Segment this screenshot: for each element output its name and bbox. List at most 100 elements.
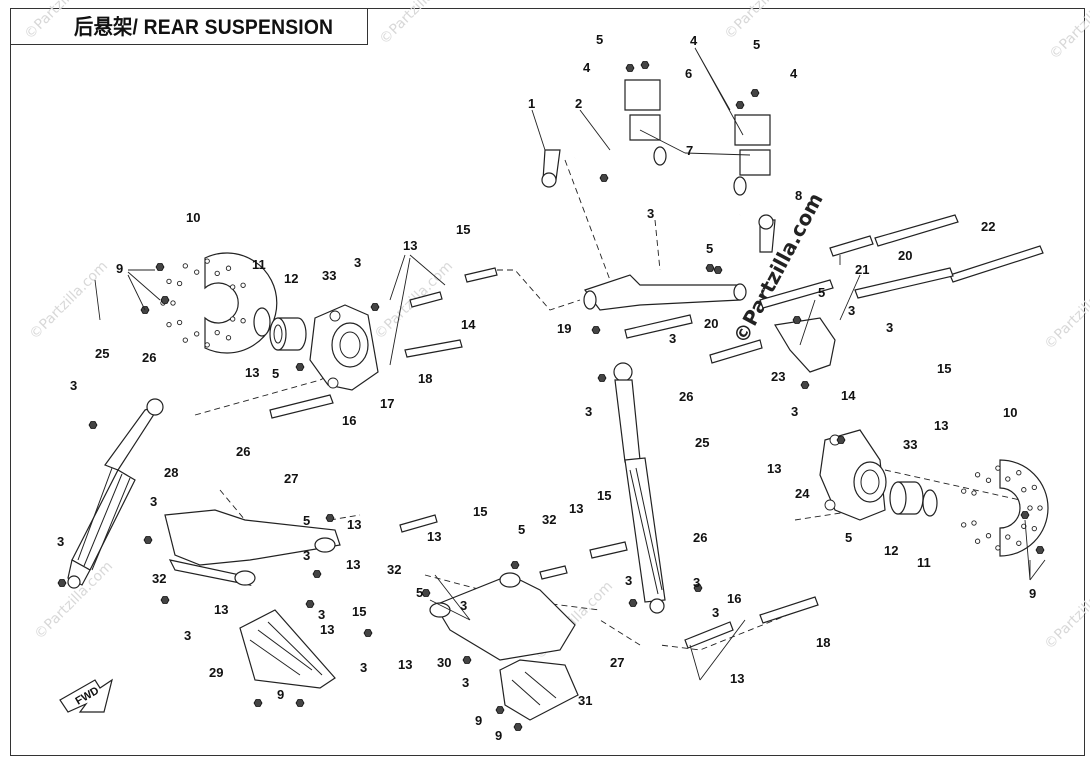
disc-hole	[985, 477, 992, 483]
callout-3: 3	[625, 573, 632, 588]
callout-3: 3	[693, 575, 700, 590]
right-bearing	[889, 481, 924, 515]
center-skid-plate	[499, 659, 579, 721]
disc-hole	[974, 472, 981, 478]
callout-33: 33	[322, 268, 336, 283]
disc-hole	[194, 331, 200, 337]
callout-13: 13	[398, 657, 412, 672]
callout-13: 13	[730, 671, 744, 686]
nut	[462, 656, 472, 664]
disc-hole	[971, 520, 977, 526]
disc-hole	[1031, 484, 1037, 491]
callout-27: 27	[610, 655, 624, 670]
callout-14: 14	[461, 317, 476, 332]
callout-9: 9	[475, 713, 482, 728]
callout-layer: 1 2 3 3 3 3 3 3 3 3 3 3 3 3 3 3 3 3 3 3 …	[57, 32, 1036, 743]
callout-15: 15	[352, 604, 366, 619]
callout-7: 7	[686, 143, 693, 158]
callout-31: 31	[578, 693, 592, 708]
callout-1: 1	[528, 96, 535, 111]
disc-hole	[985, 533, 992, 539]
callout-5: 5	[596, 32, 603, 47]
callout-26: 26	[142, 350, 156, 365]
disc-hole	[230, 316, 236, 322]
disc-hole	[1005, 476, 1011, 482]
right-brake-disc	[961, 459, 1049, 557]
page-title: 后悬架/ REAR SUSPENSION	[74, 16, 334, 39]
left-snap-ring	[253, 307, 271, 337]
callout-13: 13	[320, 622, 334, 637]
disc-hole	[995, 465, 1001, 471]
nut	[750, 89, 760, 97]
disc-hole	[1027, 505, 1033, 511]
callout-16: 16	[727, 591, 741, 606]
disc-hole	[1016, 540, 1022, 546]
stabilizer-bar	[574, 146, 772, 217]
nut	[363, 629, 373, 637]
callout-23: 23	[771, 369, 785, 384]
callout-27: 27	[284, 471, 298, 486]
disc-hole	[974, 538, 981, 544]
callout-22: 22	[981, 219, 995, 234]
callout-3: 3	[57, 534, 64, 549]
pivot-shafts	[269, 214, 1044, 649]
callout-3: 3	[184, 628, 191, 643]
nut	[143, 536, 153, 544]
drawing-frame	[10, 8, 1085, 756]
nut	[155, 263, 165, 271]
disc-hole	[225, 335, 232, 341]
nut	[597, 374, 607, 382]
callout-3: 3	[791, 404, 798, 419]
callout-13: 13	[767, 461, 781, 476]
disc-hole	[214, 270, 220, 277]
callout-13: 13	[934, 418, 948, 433]
callout-30: 30	[437, 655, 451, 670]
left-bearing	[269, 317, 307, 351]
callout-15: 15	[937, 361, 951, 376]
callout-3: 3	[460, 598, 467, 613]
callout-3: 3	[354, 255, 361, 270]
callout-6: 6	[685, 66, 692, 81]
callout-13: 13	[427, 529, 441, 544]
callout-16: 16	[342, 413, 356, 428]
nut	[57, 579, 67, 587]
nut	[495, 706, 505, 714]
nut	[510, 561, 520, 569]
nut	[305, 600, 315, 608]
callout-17: 17	[380, 396, 394, 411]
disc-hole	[961, 488, 967, 494]
disc-hole	[214, 329, 220, 336]
nut	[792, 316, 802, 324]
watermark-text: ©Partzilla.com	[377, 0, 462, 48]
nut	[1020, 511, 1030, 519]
nut	[370, 303, 380, 311]
disc-hole	[230, 284, 236, 290]
callout-29: 29	[209, 665, 223, 680]
callout-13: 13	[346, 557, 360, 572]
nut	[591, 326, 601, 334]
callout-15: 15	[456, 222, 470, 237]
disc-hole	[182, 263, 188, 269]
disc-hole	[1021, 523, 1027, 529]
disc-hole	[225, 265, 232, 271]
left-knuckle	[309, 304, 379, 391]
nut	[253, 699, 263, 707]
disc-hole	[176, 280, 183, 287]
callout-5: 5	[272, 366, 279, 381]
callout-3: 3	[886, 320, 893, 335]
callout-3: 3	[848, 303, 855, 318]
title-box: 后悬架/ REAR SUSPENSION	[10, 8, 368, 45]
callout-9: 9	[495, 728, 502, 743]
callout-5: 5	[303, 513, 310, 528]
callout-3: 3	[647, 206, 654, 221]
callout-13: 13	[403, 238, 417, 253]
disc-hole	[995, 545, 1001, 551]
watermark-text: ©Partzilla.com	[1047, 0, 1090, 63]
callout-14: 14	[841, 388, 856, 403]
nut	[735, 101, 745, 109]
right-knuckle	[819, 429, 887, 521]
disc-hole	[182, 337, 188, 343]
callout-26: 26	[236, 444, 250, 459]
callout-28: 28	[164, 465, 178, 480]
callout-3: 3	[150, 494, 157, 509]
